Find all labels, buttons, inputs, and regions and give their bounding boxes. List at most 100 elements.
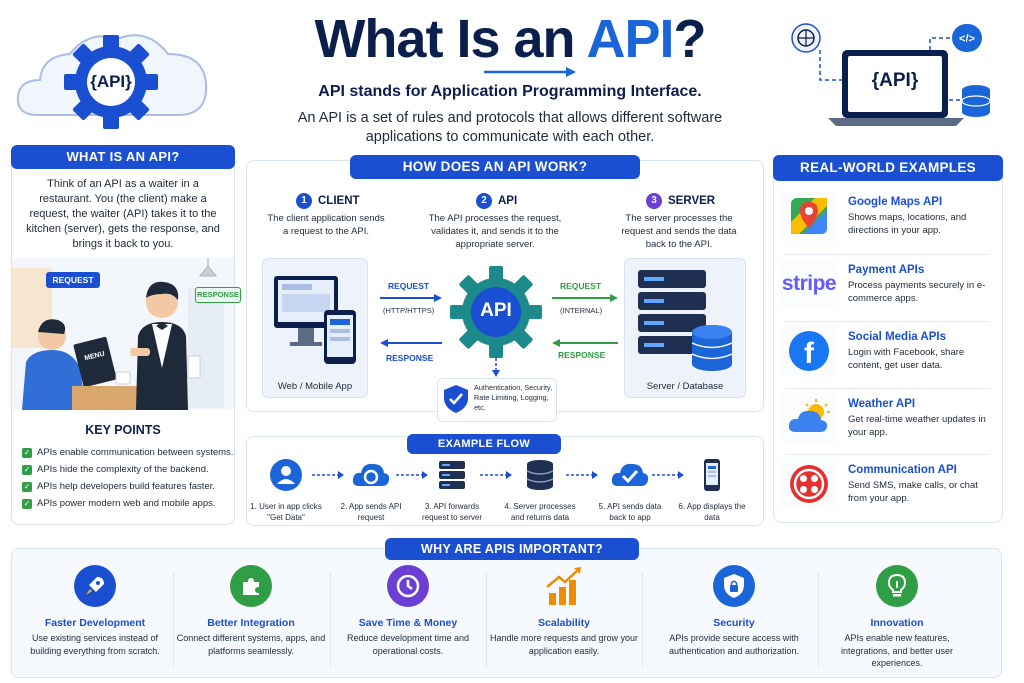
step-server-desc: The server processes the request and sen… xyxy=(621,213,737,250)
client-label: Web / Mobile App xyxy=(277,381,353,392)
why-item-security: Security APIs provide secure access with… xyxy=(657,565,811,657)
divider xyxy=(330,572,331,667)
divider xyxy=(785,454,990,455)
list-item: ✓APIs power modern web and mobile apps. xyxy=(22,498,216,509)
laptop-api-badge: {API} xyxy=(871,70,919,91)
laptop-network-illustration: </> xyxy=(791,23,991,126)
rocket-icon xyxy=(74,565,116,607)
left-request-label: REQUEST xyxy=(388,281,430,291)
right-response-arrow xyxy=(552,339,618,347)
phone-icon xyxy=(704,459,720,491)
lock-shield-icon xyxy=(713,565,755,607)
cloud-check-icon xyxy=(611,463,649,486)
right-request-sub: (INTERNAL) xyxy=(560,306,603,315)
key-points-heading: KEY POINTS xyxy=(85,423,161,437)
weather-icon xyxy=(780,392,838,444)
what-is-description: Think of an API as a waiter in a restaur… xyxy=(26,178,220,250)
list-item: ✓APIs hide the complexity of the backend… xyxy=(22,464,209,475)
gear-api-badge: {API} xyxy=(90,72,132,91)
right-response-label: RESPONSE xyxy=(558,350,606,360)
request-tag: REQUEST xyxy=(46,272,100,288)
flow-step-5: 5. API sends data back to app xyxy=(590,458,670,523)
user-icon xyxy=(270,459,302,491)
left-response-label: RESPONSE xyxy=(386,353,434,363)
check-icon: ✓ xyxy=(22,464,32,475)
facebook-logo: f xyxy=(780,325,838,377)
divider xyxy=(785,388,990,389)
monitor-phone-icon xyxy=(274,276,356,364)
flow-step-6: 6. App displays the data xyxy=(672,458,752,523)
restaurant-scene: MENU xyxy=(12,258,234,410)
security-note-text: Authentication, Security, Rate Limiting,… xyxy=(474,383,553,412)
down-dashed-arrow xyxy=(492,358,500,377)
flow-heading: EXAMPLE FLOW xyxy=(407,434,561,454)
divider xyxy=(173,572,174,667)
why-item-innovation: Innovation APIs enable new features, int… xyxy=(820,565,974,670)
stripe-logo: stripe xyxy=(780,258,838,310)
flow-step-2: 2. App sends API request xyxy=(331,458,411,523)
server-database-icon xyxy=(638,270,733,371)
growth-chart-icon xyxy=(543,565,585,607)
check-icon: ✓ xyxy=(22,447,32,458)
left-request-sub: (HTTP/HTTPS) xyxy=(383,306,435,315)
why-item-integration: Better Integration Connect different sys… xyxy=(174,565,328,657)
flow-step-4: 4. Server processes and returns data xyxy=(500,458,580,523)
divider xyxy=(642,572,643,667)
check-icon: ✓ xyxy=(22,498,32,509)
menu-label: MENU xyxy=(84,351,106,363)
why-heading: WHY ARE APIS IMPORTANT? xyxy=(385,538,639,560)
server-label: Server / Database xyxy=(646,381,724,392)
list-item: ✓APIs help developers build features fas… xyxy=(22,481,215,492)
api-gear-label: API xyxy=(480,300,512,321)
api-gear-cloud-illustration xyxy=(16,34,208,129)
puzzle-icon xyxy=(230,565,272,607)
why-item-save: Save Time & Money Reduce development tim… xyxy=(331,565,485,657)
why-panel xyxy=(11,548,1002,678)
cloud-gear-icon xyxy=(352,463,390,486)
twilio-logo xyxy=(780,458,838,510)
left-request-arrow xyxy=(380,294,442,302)
step-api-desc: The API processes the request, validates… xyxy=(428,213,562,250)
what-is-heading: WHAT IS AN API? xyxy=(11,145,235,169)
list-item: ✓APIs enable communication between syste… xyxy=(22,447,234,458)
map-pin-icon xyxy=(780,190,838,242)
security-note-box xyxy=(437,378,557,422)
left-response-arrow xyxy=(380,339,442,347)
lightbulb-icon xyxy=(876,565,918,607)
right-request-label: REQUEST xyxy=(560,281,602,291)
how-heading: HOW DOES AN API WORK? xyxy=(350,155,640,179)
divider xyxy=(785,254,990,255)
page-title: What Is an API? xyxy=(314,9,706,69)
why-item-scalability: Scalability Handle more requests and gro… xyxy=(487,565,641,657)
flow-arrows xyxy=(312,471,684,479)
intro-text: An API is a set of rules and protocols t… xyxy=(297,110,723,145)
flow-step-1: 1. User in app clicks "Get Data" xyxy=(246,458,326,523)
api-gear-icon xyxy=(450,266,542,358)
divider xyxy=(785,321,990,322)
response-tag: RESPONSE xyxy=(195,287,241,303)
server-stack-icon xyxy=(439,461,465,489)
step-client-desc: The client application sends a request t… xyxy=(267,213,385,237)
svg-text:</>: </> xyxy=(959,33,975,45)
shield-icon xyxy=(444,385,468,413)
key-points-list: ✓APIs enable communication between syste… xyxy=(22,444,234,512)
title-underline-arrow xyxy=(484,67,576,77)
why-item-faster: Faster Development Use existing services… xyxy=(18,565,172,657)
real-world-heading: REAL-WORLD EXAMPLES xyxy=(773,155,1003,181)
flow-step-3: 3. API forwards request to server xyxy=(412,458,492,523)
divider xyxy=(486,572,487,667)
right-request-arrow xyxy=(552,294,618,302)
database-icon xyxy=(526,460,554,490)
subtitle: API stands for Application Programming I… xyxy=(318,83,702,100)
clock-icon xyxy=(387,565,429,607)
check-icon: ✓ xyxy=(22,481,32,492)
divider xyxy=(818,572,819,667)
